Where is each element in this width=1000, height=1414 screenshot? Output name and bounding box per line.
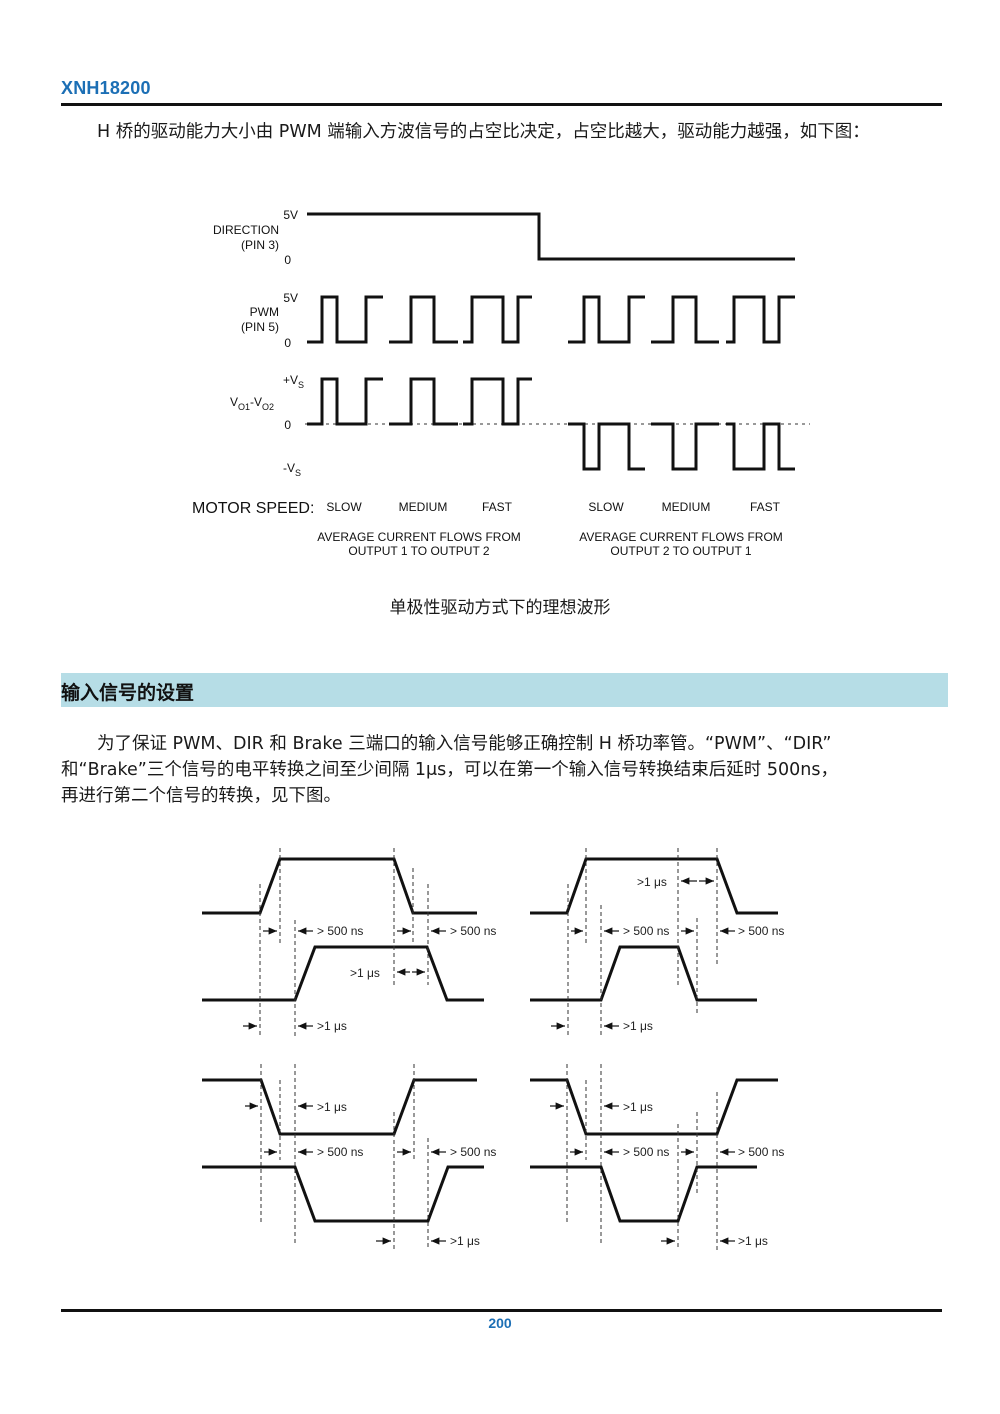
pwm-waveform-left <box>307 295 532 344</box>
direction-label: DIRECTION <box>213 223 279 237</box>
body-line-1: 为了保证 PWM、DIR 和 Brake 三端口的输入信号能够正确控制 H 桥功… <box>97 734 832 754</box>
page-number: 200 <box>488 1315 512 1331</box>
svg-text:> 500 ns: > 500 ns <box>738 924 784 938</box>
direction-high-label: 5V <box>283 208 298 222</box>
body-line-2: 和“Brake”三个信号的电平转换之间至少间隔 1μs，可以在第一个输入信号转换… <box>61 760 838 780</box>
vout-neg-label: -VS <box>283 461 301 478</box>
current-note-right-line2: OUTPUT 2 TO OUTPUT 1 <box>610 544 751 558</box>
speed-fast-left: FAST <box>482 500 513 514</box>
intro-paragraph: H 桥的驱动能力大小由 PWM 端输入方波信号的占空比决定，占空比越大，驱动能力… <box>61 119 941 145</box>
svg-text:> 500 ns: > 500 ns <box>317 924 363 938</box>
svg-text:> 500 ns: > 500 ns <box>450 924 496 938</box>
motor-speed-label: MOTOR SPEED: <box>192 500 314 517</box>
svg-text:> 500 ns: > 500 ns <box>623 924 669 938</box>
intro-text: H 桥的驱动能力大小由 PWM 端输入方波信号的占空比决定，占空比越大，驱动能力… <box>97 122 870 142</box>
body-line-3: 再进行第二个信号的转换，见下图。 <box>61 786 341 806</box>
body-paragraph: 为了保证 PWM、DIR 和 Brake 三端口的输入信号能够正确控制 H 桥功… <box>61 731 941 809</box>
vout-waveform-left <box>307 377 532 426</box>
timing-panel-bottom-right: >1 μs > 500 ns > 500 ns >1 μs <box>530 1064 784 1250</box>
speed-slow-right: SLOW <box>588 500 624 514</box>
pwm-low-label: 0 <box>284 336 291 350</box>
document-header-title: XNH18200 <box>61 78 151 98</box>
section-title: 输入信号的设置 <box>61 682 195 704</box>
svg-text:>1 μs: >1 μs <box>350 966 380 980</box>
speed-slow-left: SLOW <box>326 500 362 514</box>
svg-text:>1 μs: >1 μs <box>317 1019 347 1033</box>
vout-label: VO1-VO2 <box>230 395 274 412</box>
figure-caption: 单极性驱动方式下的理想波形 <box>389 598 611 618</box>
svg-text:>1 μs: >1 μs <box>623 1100 653 1114</box>
speed-fast-right: FAST <box>750 500 781 514</box>
footer-divider <box>61 1309 942 1312</box>
pwm-label: PWM <box>250 305 279 319</box>
current-note-left-line1: AVERAGE CURRENT FLOWS FROM <box>317 530 521 544</box>
current-note-left-line2: OUTPUT 1 TO OUTPUT 2 <box>348 544 489 558</box>
pwm-waveform-right <box>568 295 795 344</box>
current-note-right-line1: AVERAGE CURRENT FLOWS FROM <box>579 530 783 544</box>
svg-text:>1 μs: >1 μs <box>450 1234 480 1248</box>
svg-text:>1 μs: >1 μs <box>738 1234 768 1248</box>
header-divider <box>61 103 942 106</box>
svg-text:> 500 ns: > 500 ns <box>450 1145 496 1159</box>
section-header: 输入信号的设置 <box>61 673 948 707</box>
svg-text:>1 μs: >1 μs <box>637 875 667 889</box>
svg-text:>1 μs: >1 μs <box>623 1019 653 1033</box>
svg-text:> 500 ns: > 500 ns <box>623 1145 669 1159</box>
timing-panel-top-left: > 500 ns > 500 ns >1 μs >1 μs <box>202 848 496 1036</box>
svg-text:> 500 ns: > 500 ns <box>317 1145 363 1159</box>
timing-panel-bottom-left: >1 μs > 500 ns > 500 ns >1 μs <box>202 1064 496 1250</box>
vout-pos-label: +VS <box>283 373 304 390</box>
vout-zero-label: 0 <box>284 418 291 432</box>
pwm-pin-label: (PIN 5) <box>241 320 279 334</box>
svg-text:>1 μs: >1 μs <box>317 1100 347 1114</box>
speed-medium-right: MEDIUM <box>662 500 711 514</box>
pwm-high-label: 5V <box>283 291 298 305</box>
svg-text:> 500 ns: > 500 ns <box>738 1145 784 1159</box>
unipolar-waveform-figure: 5V DIRECTION (PIN 3) 0 5V PWM (PIN 5) 0 … <box>192 208 810 558</box>
direction-pin-label: (PIN 3) <box>241 238 279 252</box>
vout-waveform-right <box>568 422 795 471</box>
direction-waveform <box>307 212 795 261</box>
timing-panel-top-right: >1 μs > 500 ns > 500 ns >1 μs <box>530 848 784 1036</box>
direction-low-label: 0 <box>284 253 291 267</box>
speed-medium-left: MEDIUM <box>399 500 448 514</box>
